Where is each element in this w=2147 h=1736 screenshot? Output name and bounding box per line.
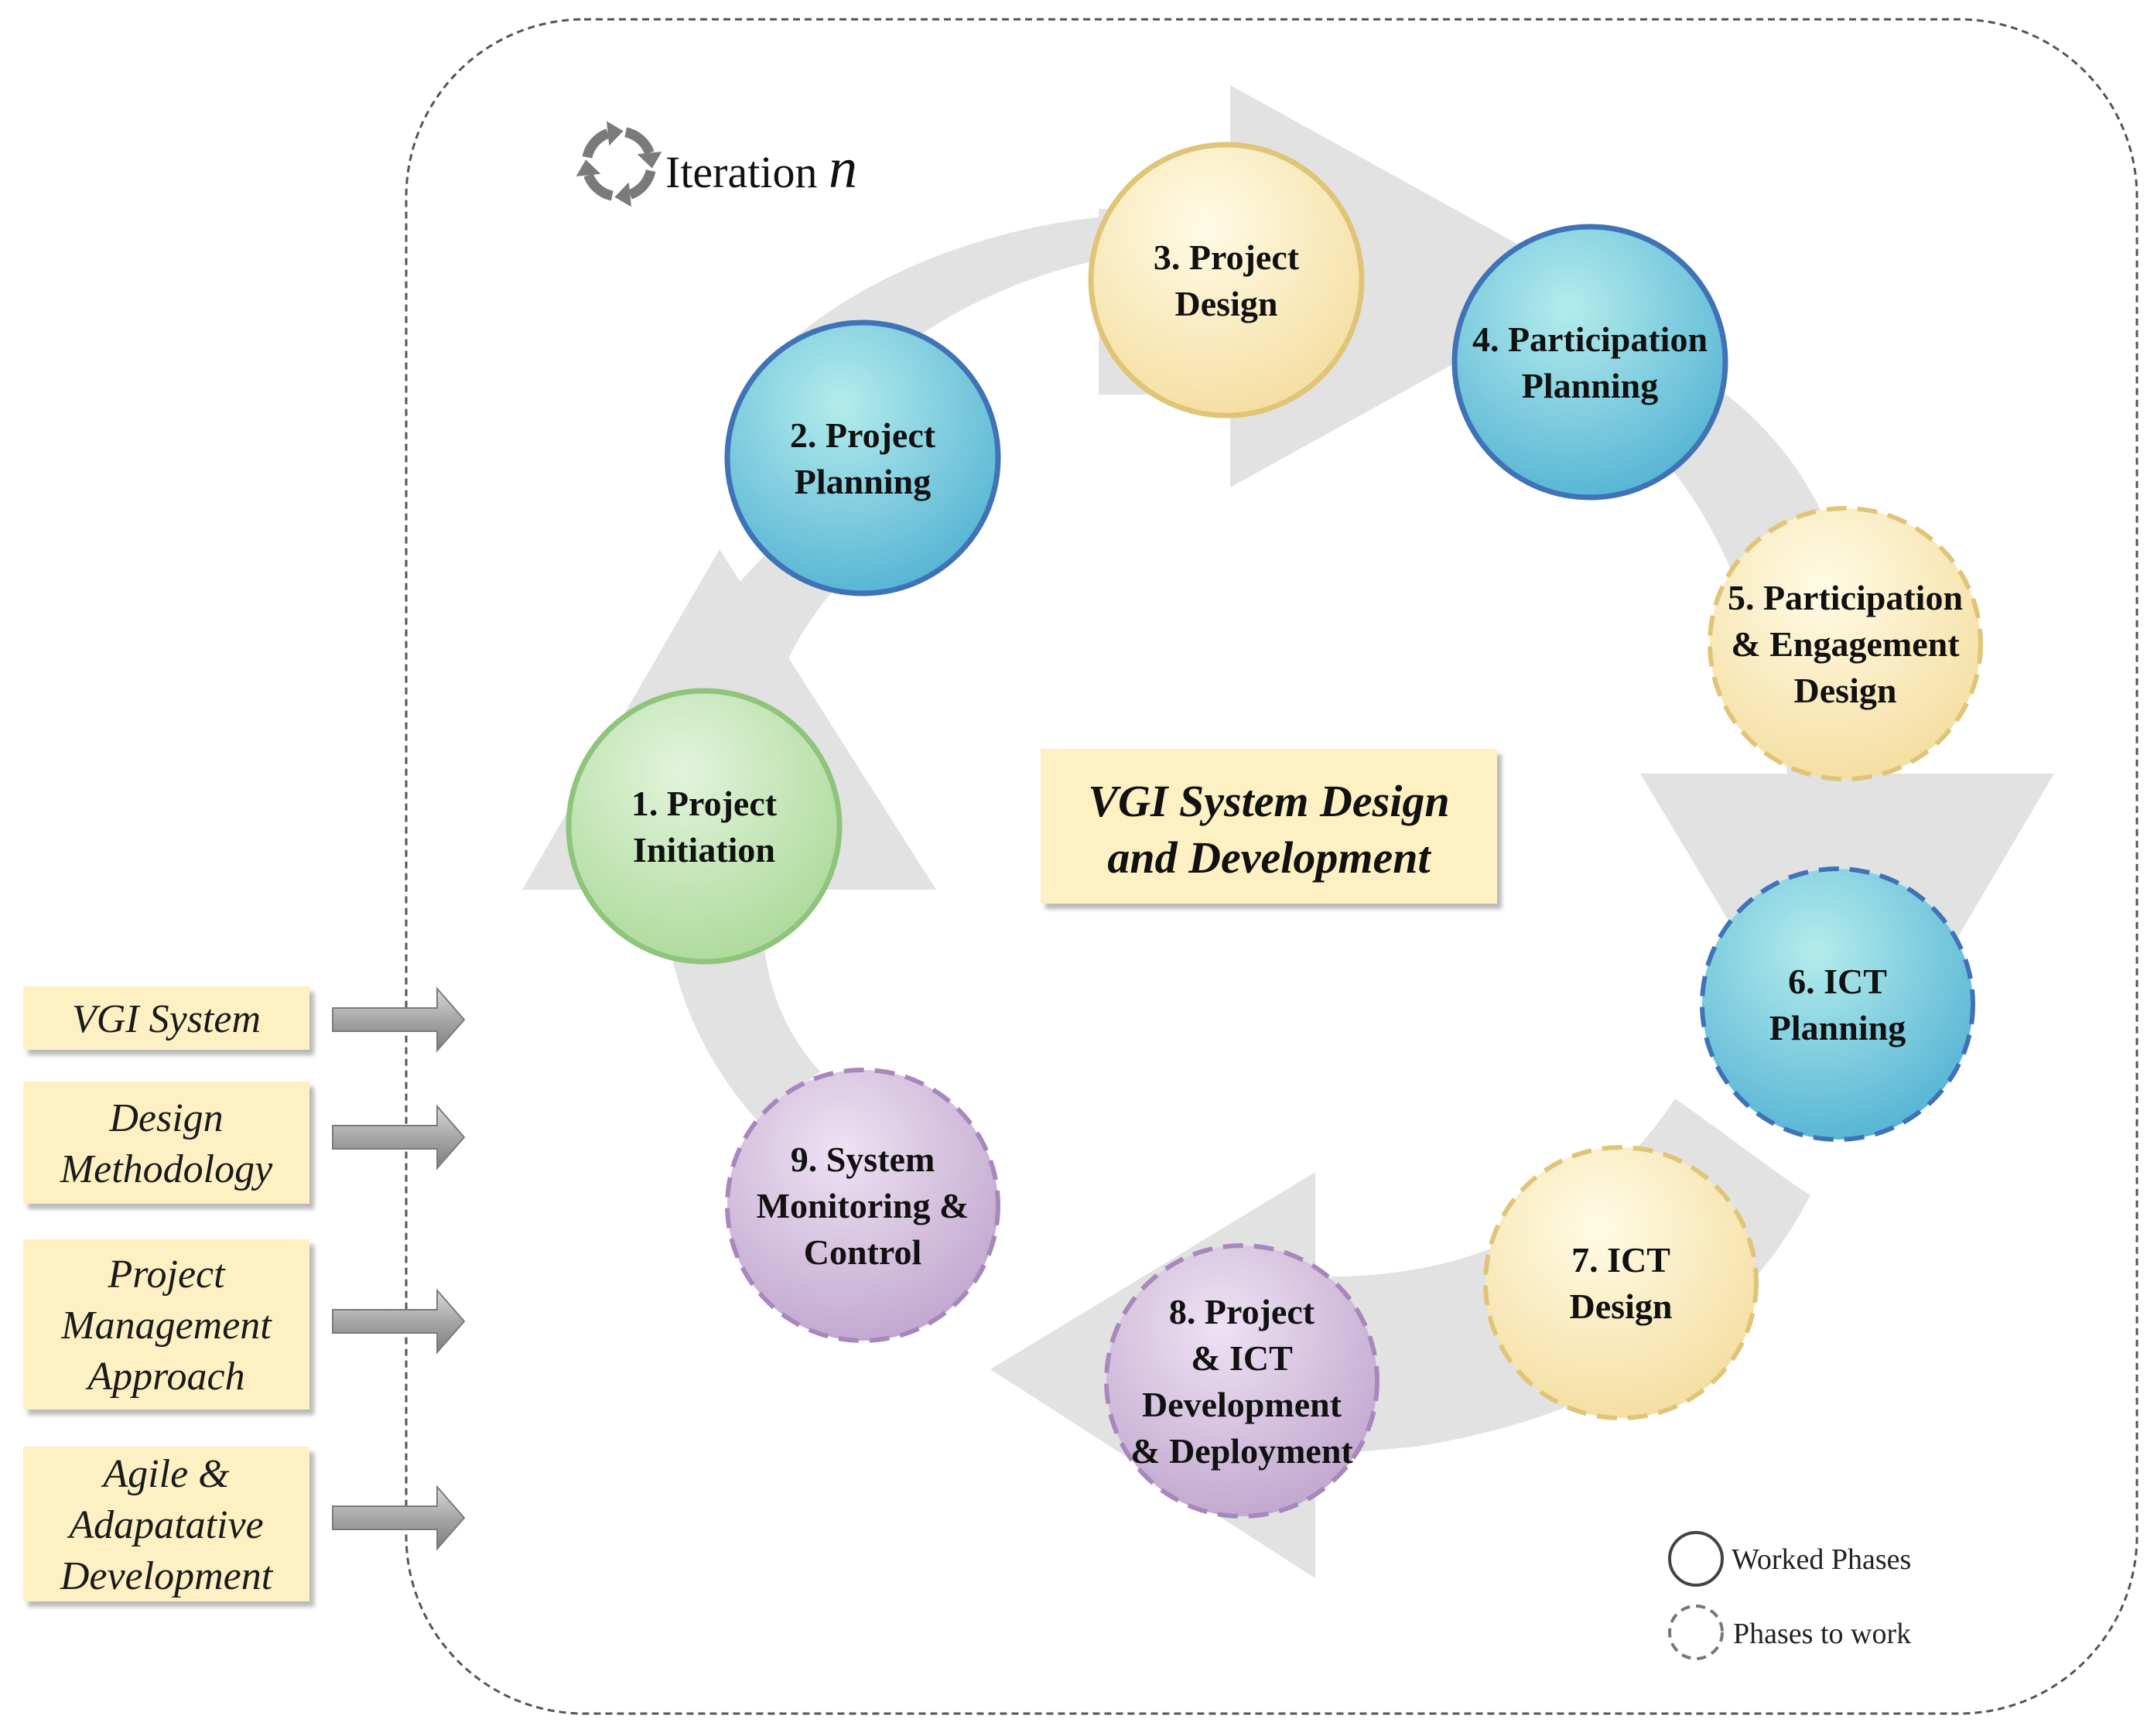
input-3-label-line-1: Project xyxy=(107,1252,226,1297)
phase-6-label-line-1: 6. ICT xyxy=(1788,962,1887,1001)
legend-dashed-circle-icon xyxy=(1668,1604,1724,1660)
phase-7-label-line-1: 7. ICT xyxy=(1571,1240,1670,1280)
phase-6-label-line-2: Planning xyxy=(1769,1008,1906,1047)
phase-9-label-line-2: Monitoring & xyxy=(757,1186,969,1225)
phase-7-label-line-2: Design xyxy=(1570,1287,1673,1326)
input-4-label-line-2: Adapatative xyxy=(67,1503,263,1547)
center-title-line-1: VGI System Design xyxy=(1088,776,1449,826)
phase-8-label-line-3: Development xyxy=(1142,1385,1342,1424)
legend: Worked Phases Phases to work xyxy=(1668,1531,1911,1660)
input-4-arrow-icon xyxy=(332,1485,466,1551)
phase-5-circle xyxy=(1708,506,1983,781)
phase-1-label-line-2: Initiation xyxy=(633,830,775,870)
phase-3-label-line-1: 3. Project xyxy=(1154,238,1300,277)
cycle-arrows-icon xyxy=(576,121,662,207)
phase-1-circle xyxy=(566,688,843,965)
input-2-box xyxy=(23,1082,309,1204)
input-4-label-line-1: Agile & xyxy=(101,1452,230,1496)
input-4-label-line-3: Development xyxy=(60,1554,274,1598)
phase-5-label-line-2: & Engagement xyxy=(1731,624,1960,664)
phase-9-label-line-1: 9. System xyxy=(791,1140,935,1179)
input-3-label-line-3: Approach xyxy=(85,1355,244,1399)
phase-8: 8. Project & ICT Development & Deployment xyxy=(1104,1243,1379,1519)
phase-2-circle xyxy=(724,320,1001,596)
legend-to-work-label: Phases to work xyxy=(1733,1618,1911,1650)
phase-2-label-line-2: Planning xyxy=(795,462,931,501)
input-2-label-line-1: Design xyxy=(108,1096,223,1140)
phase-4-circle xyxy=(1451,224,1728,501)
phase-8-label-line-1: 8. Project xyxy=(1169,1292,1315,1331)
legend-solid-circle-icon xyxy=(1668,1531,1724,1587)
phase-7: 7. ICT Design xyxy=(1483,1145,1759,1420)
center-title-line-2: and Development xyxy=(1107,832,1431,883)
phase-3-label-line-2: Design xyxy=(1175,284,1278,323)
input-3-arrow-icon xyxy=(332,1288,466,1355)
input-3-box xyxy=(23,1239,309,1410)
phase-6-circle xyxy=(1700,866,1975,1142)
input-1: VGI System xyxy=(23,986,466,1053)
input-1-box xyxy=(23,986,309,1050)
phase-3-circle xyxy=(1088,142,1365,419)
phase-8-circle xyxy=(1104,1243,1379,1519)
phase-8-label-line-4: & Deployment xyxy=(1130,1431,1353,1471)
phase-1-label-line-1: 1. Project xyxy=(631,784,778,823)
phase-7-circle xyxy=(1483,1145,1759,1420)
input-4-box xyxy=(23,1447,309,1601)
center-title: VGI System Design and Development xyxy=(1041,749,1497,904)
phase-8-label-line-2: & ICT xyxy=(1191,1338,1293,1378)
iteration-label: Iteration n xyxy=(576,121,857,207)
phase-5-label-line-3: Design xyxy=(1794,671,1897,710)
phase-4-label-line-1: 4. Participation xyxy=(1472,320,1708,359)
phase-6: 6. ICT Planning xyxy=(1700,866,1975,1142)
center-title-box xyxy=(1041,749,1497,904)
phase-5-label-line-1: 5. Participation xyxy=(1728,578,1963,617)
input-2-label-line-2: Methodology xyxy=(60,1147,273,1191)
input-list: VGI SystemDesignMethodologyProjectManage… xyxy=(23,986,466,1601)
iteration-text: Iteration n xyxy=(665,137,857,200)
phase-9-circle xyxy=(725,1068,1000,1343)
phase-2-label-line-1: 2. Project xyxy=(790,415,936,455)
iteration-frame xyxy=(405,18,2138,1715)
input-1-label-line-1: VGI System xyxy=(72,997,261,1041)
input-2-arrow-icon xyxy=(332,1104,466,1170)
input-3-label-line-2: Management xyxy=(60,1304,272,1348)
phase-4-label-line-2: Planning xyxy=(1522,366,1658,405)
phase-9-label-line-3: Control xyxy=(804,1232,922,1272)
legend-worked-label: Worked Phases xyxy=(1732,1543,1911,1576)
input-1-arrow-icon xyxy=(332,986,466,1053)
